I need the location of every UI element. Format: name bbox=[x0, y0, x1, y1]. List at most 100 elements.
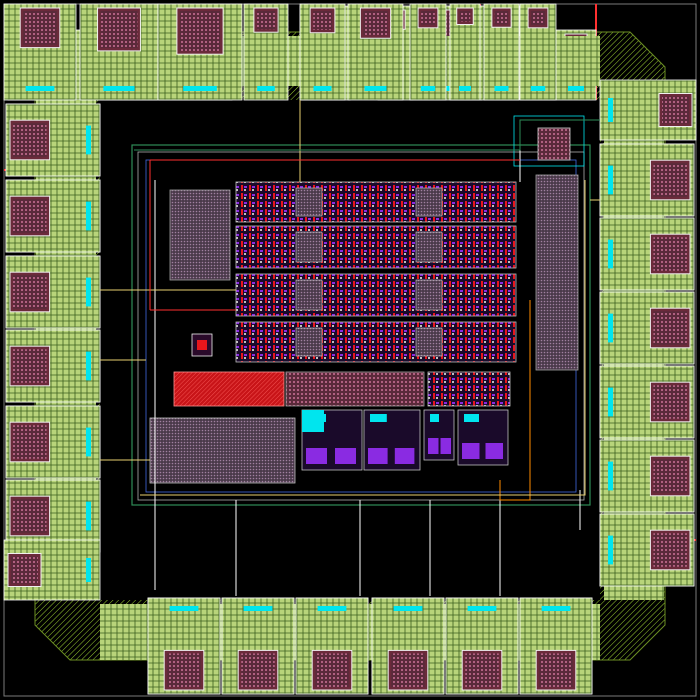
io-pad[interactable] bbox=[599, 79, 697, 141]
metal-plate bbox=[440, 438, 451, 454]
via-strip bbox=[464, 414, 479, 422]
bond-pad-via-array bbox=[391, 653, 425, 687]
bond-pad-via-array bbox=[13, 123, 47, 157]
esd-strip bbox=[313, 86, 332, 91]
logic-macro bbox=[295, 327, 323, 357]
io-pad[interactable] bbox=[295, 597, 369, 695]
esd-strip bbox=[494, 86, 509, 91]
poly-contact bbox=[197, 340, 207, 350]
core-boundary bbox=[131, 144, 591, 506]
bond-pad-via-array bbox=[653, 237, 687, 271]
io-pad[interactable] bbox=[599, 291, 695, 365]
io-pad[interactable] bbox=[5, 255, 101, 329]
logic-macro bbox=[295, 231, 323, 263]
logic-row bbox=[235, 273, 517, 317]
esd-strip bbox=[169, 606, 199, 611]
bond-pad-via-array bbox=[179, 11, 221, 52]
io-pad[interactable] bbox=[221, 597, 295, 695]
core-layer bbox=[100, 100, 600, 596]
io-pad[interactable] bbox=[409, 3, 447, 101]
signal-trace bbox=[140, 180, 586, 496]
esd-strip bbox=[608, 313, 613, 343]
io-pad[interactable] bbox=[445, 597, 519, 695]
io-pad[interactable] bbox=[147, 597, 221, 695]
bond-pad-via-array bbox=[653, 459, 687, 493]
io-pad[interactable] bbox=[599, 365, 695, 439]
logic-row bbox=[235, 321, 517, 363]
io-pad[interactable] bbox=[243, 3, 289, 101]
bond-pad-via-array bbox=[653, 385, 687, 419]
via-strip bbox=[370, 414, 387, 422]
esd-strip bbox=[86, 201, 91, 231]
io-pad[interactable] bbox=[3, 539, 101, 601]
bond-pad-via-array bbox=[662, 96, 689, 124]
metal-plate bbox=[428, 438, 439, 454]
bond-pad-via-array bbox=[531, 11, 545, 25]
bond-pad-via-array bbox=[11, 556, 38, 584]
metal-plate bbox=[485, 443, 503, 459]
esd-strip bbox=[568, 86, 584, 91]
bond-pad-via-array bbox=[315, 653, 349, 687]
io-pad[interactable] bbox=[599, 217, 695, 291]
bond-pad-via-array bbox=[13, 275, 47, 309]
io-pad[interactable] bbox=[483, 3, 520, 101]
esd-strip bbox=[86, 427, 91, 457]
bond-pad-via-array bbox=[241, 653, 275, 687]
logic-macro bbox=[295, 279, 323, 311]
logic-row bbox=[235, 181, 517, 223]
switch-array bbox=[285, 371, 425, 407]
bond-pad-via-array bbox=[494, 11, 509, 25]
esd-strip bbox=[103, 86, 135, 91]
io-pad[interactable] bbox=[599, 143, 695, 217]
esd-strip bbox=[608, 98, 613, 122]
io-pad[interactable] bbox=[371, 597, 445, 695]
small-cell-frame bbox=[513, 115, 585, 167]
metal-plate bbox=[306, 448, 327, 464]
io-pad[interactable] bbox=[3, 3, 77, 101]
esd-strip bbox=[530, 86, 546, 91]
bond-pad-via-array bbox=[539, 653, 573, 687]
esd-strip bbox=[86, 125, 91, 155]
bond-pad-via-array bbox=[653, 163, 687, 197]
io-pad[interactable] bbox=[79, 3, 159, 101]
io-pad[interactable] bbox=[5, 103, 101, 177]
io-pad[interactable] bbox=[347, 3, 404, 101]
bond-pad-via-array bbox=[363, 11, 388, 36]
io-pad[interactable] bbox=[599, 439, 695, 513]
bond-pad-via-array bbox=[313, 11, 332, 30]
esd-strip bbox=[459, 86, 471, 91]
logic-macro bbox=[415, 231, 443, 263]
io-pad[interactable] bbox=[157, 3, 243, 101]
io-pad[interactable] bbox=[519, 597, 593, 695]
esd-strip bbox=[243, 606, 273, 611]
io-pad[interactable] bbox=[449, 3, 481, 101]
capacitor-array bbox=[535, 174, 579, 371]
logic-macro bbox=[415, 279, 443, 311]
bond-pad-via-array bbox=[167, 653, 201, 687]
via-strip bbox=[302, 410, 324, 432]
esd-strip bbox=[541, 606, 571, 611]
metal-plate bbox=[335, 448, 356, 464]
io-pad[interactable] bbox=[5, 405, 101, 479]
esd-strip bbox=[257, 86, 275, 91]
io-pad[interactable] bbox=[5, 329, 101, 403]
io-pad[interactable] bbox=[599, 513, 695, 587]
bond-pad-via-array bbox=[653, 533, 687, 567]
esd-strip bbox=[420, 86, 436, 91]
io-pad[interactable] bbox=[519, 3, 557, 101]
esd-strip bbox=[25, 86, 55, 91]
core-ring-inner bbox=[137, 151, 585, 501]
capacitor-array bbox=[169, 189, 231, 281]
io-pad[interactable] bbox=[5, 179, 101, 253]
bond-pad-via-array bbox=[653, 311, 687, 345]
esd-strip bbox=[608, 535, 613, 565]
esd-strip bbox=[86, 351, 91, 381]
io-pad[interactable] bbox=[299, 3, 346, 101]
resistor-block bbox=[173, 371, 285, 407]
signal-trace bbox=[499, 300, 531, 501]
esd-strip bbox=[364, 86, 387, 91]
logic-macro bbox=[295, 187, 323, 217]
esd-strip bbox=[608, 461, 613, 491]
metal-plate bbox=[462, 443, 480, 459]
